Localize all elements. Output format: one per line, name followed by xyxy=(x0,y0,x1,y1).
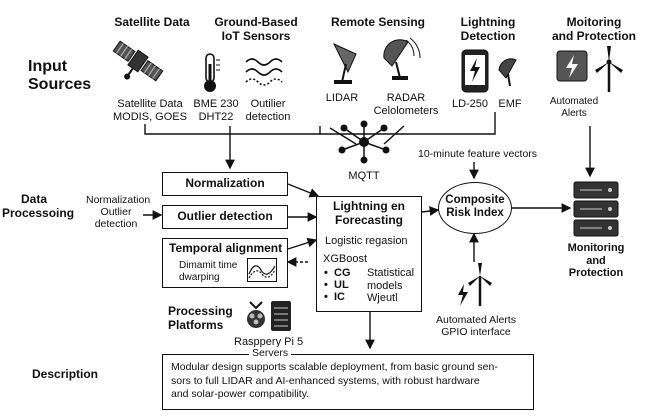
phone-lightning-icon xyxy=(460,48,490,94)
remote-sensing-title: Remote Sensing xyxy=(330,15,426,29)
emf-caption: EMF xyxy=(498,98,522,110)
iot-sensor2-caption: Outilier detection xyxy=(245,98,291,123)
forecasting-title: Lightning en Forecasting xyxy=(333,199,405,227)
radar-dish-icon xyxy=(378,36,422,82)
outlier-detection-label: Outlier detection xyxy=(177,209,273,223)
list-item: IC xyxy=(324,291,351,303)
monitoring-top-caption: Automated Alerts xyxy=(549,96,599,119)
xgboost-label: XGBoost xyxy=(323,253,368,265)
risk-index-ellipse: Composite Risk Index xyxy=(438,182,512,234)
satellite-caption: Satellite Data MODIS, GOES xyxy=(113,98,187,123)
automated-alerts-gpio-label: Automated Alerts GPIO interface xyxy=(436,314,516,339)
risk-index-label: Composite Risk Index xyxy=(445,194,505,220)
description-box: Servers Modular design supports scalable… xyxy=(162,347,534,410)
wind-turbine-icon xyxy=(592,44,626,94)
row-label-input-sources: Input Sources xyxy=(28,58,92,94)
normalization-label: Normalization xyxy=(185,176,265,190)
list-item: CG xyxy=(324,267,350,279)
normalization-box: Normalization xyxy=(162,172,288,196)
temporal-alignment-sub: Dimamit time dwarping xyxy=(179,260,238,283)
server-icon xyxy=(270,300,292,332)
servers-label: Servers xyxy=(249,347,292,360)
mqtt-label: MQTT xyxy=(348,170,380,182)
antenna-icon xyxy=(496,56,522,88)
raspberry-pi-icon xyxy=(244,300,268,330)
waveform-icon xyxy=(247,258,277,282)
row-label-description: Description xyxy=(32,367,99,381)
statistical-models-label: Statistical models Wjeutl xyxy=(367,267,415,305)
forecast-class-list: CG UL IC xyxy=(323,267,351,303)
raspberry-pi-label: Rasppery Pi 5 xyxy=(234,336,304,348)
iot-sensor1-caption: BME 230 DHT22 xyxy=(193,98,239,123)
lidar-caption: LIDAR xyxy=(325,92,359,104)
satellite-icon xyxy=(108,32,168,90)
radar-caption: RADAR Celolometers xyxy=(373,92,439,117)
temporal-alignment-title: Temporal alignment xyxy=(169,241,283,255)
network-hub-icon xyxy=(336,120,392,164)
description-text: Modular design supports scalable deploym… xyxy=(171,361,498,401)
turbine-lightning-icon xyxy=(454,262,498,308)
server-stack-icon xyxy=(572,180,620,238)
row-label-processing-platforms: Processing Platforms xyxy=(168,304,233,332)
monitoring-title: Moitoring and Protection xyxy=(551,15,636,43)
lightning-detection-title: Lightning Detection xyxy=(460,15,516,43)
monitoring-output-label: Monitoring and Protection xyxy=(567,242,625,280)
row-label-data-processing: Data Processoing xyxy=(2,192,75,220)
logistic-regression-label: Logistic regasion xyxy=(325,235,408,247)
wave-sensor-icon xyxy=(244,54,288,90)
satellite-title: Satellite Data xyxy=(114,15,190,29)
forecasting-box: Lightning en Forecasting Logistic regasi… xyxy=(316,196,422,312)
processing-side-label: Normalization Outlier detection xyxy=(86,194,151,231)
outlier-detection-box: Outlier detection xyxy=(162,205,288,229)
ld250-caption: LD-250 xyxy=(451,98,489,110)
thermometer-icon xyxy=(198,52,222,94)
feature-vectors-label: 10-minute feature vectors xyxy=(418,148,538,160)
list-item: UL xyxy=(324,279,351,291)
temporal-alignment-box: Temporal alignment Dimamit time dwarping xyxy=(162,238,288,288)
lidar-icon xyxy=(326,40,366,86)
alert-panel-icon xyxy=(556,50,588,82)
iot-title: Ground-Based IoT Sensors xyxy=(214,15,298,43)
